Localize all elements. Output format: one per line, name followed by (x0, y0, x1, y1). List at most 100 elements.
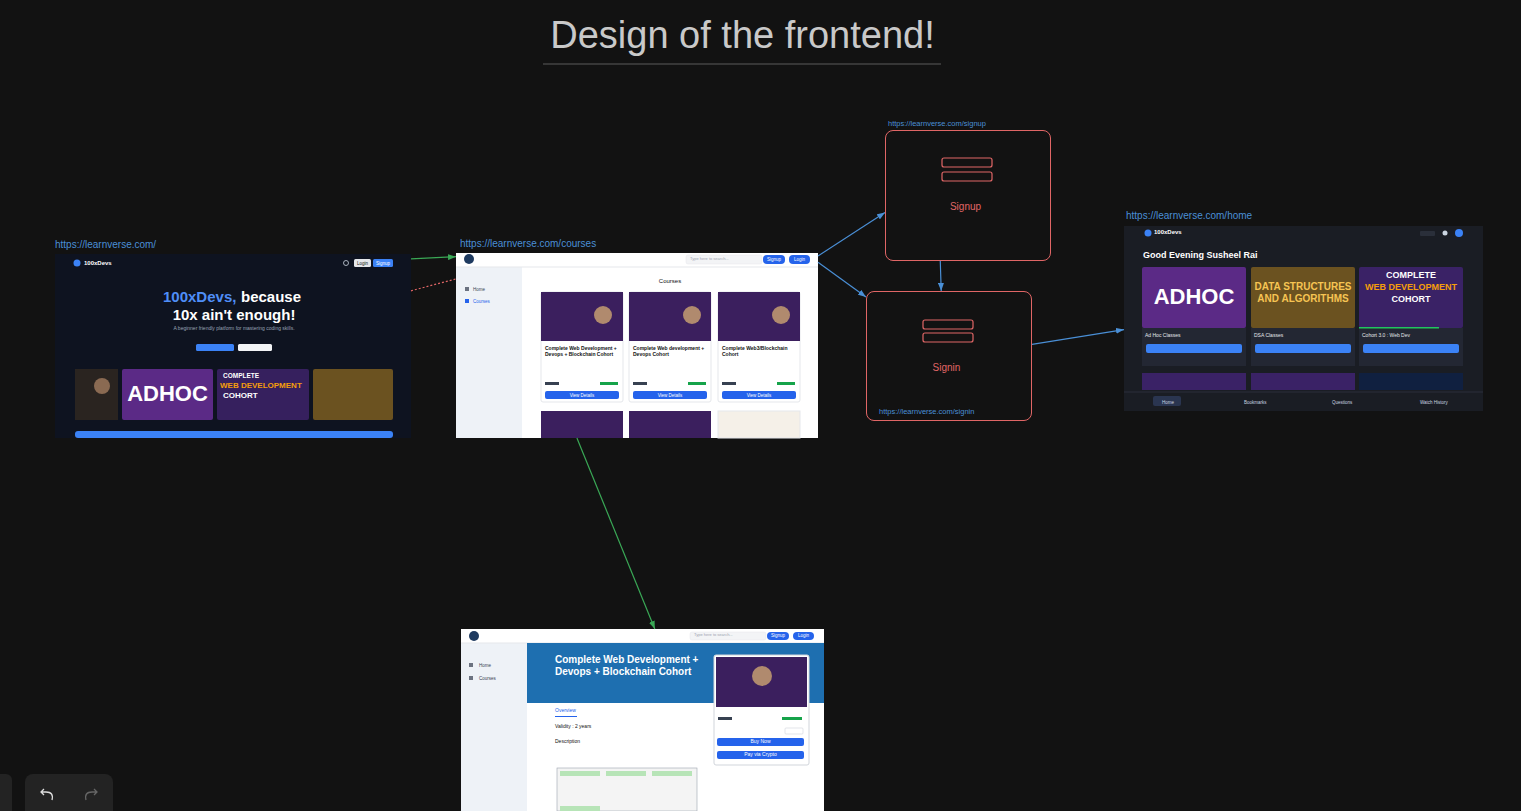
label-text: ADHOC (122, 381, 213, 406)
toggle (1420, 231, 1435, 236)
signup-form-icon (923, 158, 992, 342)
search-box (690, 632, 766, 640)
label-text: Courses (473, 299, 490, 304)
label-text: DSA Classes (1254, 333, 1283, 339)
label-text: Cohort 3.0 : Web Dev (1362, 333, 1410, 339)
label-text: https://learnverse.com/courses (460, 238, 596, 250)
person (594, 306, 612, 324)
toolbar-panel (25, 774, 113, 811)
card-body (1359, 328, 1463, 366)
progress (1359, 327, 1439, 329)
table-header (560, 771, 600, 776)
label-text: 100xDevs, (163, 288, 236, 305)
thumbnail (1142, 373, 1246, 390)
avatar (469, 631, 479, 641)
icon (469, 676, 473, 680)
courses-screenshot (456, 253, 818, 438)
toolbar (0, 774, 113, 811)
label-text: Buy Now (717, 739, 804, 745)
label-text: Complete Web3/Blockchain Cohort (722, 346, 796, 358)
label-text: https://learnverse.com/ (55, 239, 156, 251)
label-text: Home (479, 663, 491, 668)
thumbnail (1359, 267, 1463, 328)
screen-bg (456, 253, 818, 438)
screen-bg (461, 629, 824, 811)
toolbar-panel (0, 774, 12, 811)
button (196, 344, 234, 351)
icon (465, 287, 469, 291)
thumbnail (122, 369, 213, 420)
button (722, 391, 796, 399)
connector-arrow (818, 213, 885, 256)
thumbnail (718, 411, 800, 438)
label-text: Courses (479, 676, 496, 681)
label-text: Signup (373, 261, 393, 266)
page-screen: https://learnverse.com/100xDevsLoginSign… (55, 254, 411, 438)
label-text: WEB DEVELOPMENT (1359, 282, 1463, 292)
bottom-nav (1124, 392, 1483, 411)
person (752, 666, 772, 686)
label-text: COHORT (223, 391, 258, 400)
label-text: A beginner friendly platform for masteri… (134, 326, 334, 332)
thumbnail (313, 369, 393, 420)
icon (1443, 231, 1448, 236)
label-text: View Details (545, 393, 619, 398)
button (717, 751, 804, 759)
button (1255, 344, 1351, 353)
logo (1145, 230, 1152, 237)
thumbnail (541, 292, 623, 341)
button (238, 344, 272, 351)
icon (465, 299, 469, 303)
connector-arrow (818, 262, 866, 297)
thumbnail (541, 411, 623, 438)
button (545, 391, 619, 399)
sidebar (456, 267, 522, 438)
button (717, 738, 804, 746)
banner-bar (75, 431, 393, 438)
label-text: Watch History (1420, 400, 1448, 405)
thumbnail (629, 411, 711, 438)
label-text: Signup (763, 257, 785, 262)
price (718, 717, 732, 720)
label-text: Validity : 2 years (555, 724, 591, 730)
button (373, 259, 393, 267)
label-text: Login (354, 261, 371, 266)
card-body (1142, 328, 1246, 366)
label-text: Courses (620, 278, 720, 285)
landing-screenshot (55, 254, 411, 438)
label-text: COMPLETE (1359, 270, 1463, 280)
input-field (923, 333, 973, 342)
label-text: Login (789, 257, 810, 262)
connector-arrow (411, 257, 456, 259)
button (767, 632, 789, 640)
search-box (686, 255, 762, 264)
label-text: COMPLETE (223, 372, 259, 379)
button (354, 259, 371, 267)
label-text: COHORT (1359, 294, 1463, 304)
syllabus-table (557, 768, 697, 811)
button (763, 255, 785, 264)
label-text: Signup (886, 201, 1045, 213)
button (1146, 344, 1242, 353)
label-text: 10x ain't enough! (134, 306, 334, 323)
input-field (942, 172, 992, 181)
label-text: Complete Web development + Devops Cohort (633, 346, 707, 358)
avatar (1455, 229, 1463, 237)
label-text: Pay via Crypto (717, 752, 804, 758)
person (772, 306, 790, 324)
label-text: Login (793, 633, 814, 638)
table-header (560, 806, 600, 811)
icon (469, 663, 473, 667)
logo (74, 260, 81, 267)
label-text: ADHOC (1142, 284, 1246, 309)
button (793, 632, 814, 640)
thumbnail (217, 369, 309, 420)
label-text: Overview (555, 708, 576, 714)
person (94, 378, 110, 394)
label-text: DATA STRUCTURES AND ALGORITHMS (1251, 281, 1355, 304)
diagram-title: Design of the frontend! (0, 14, 1485, 58)
